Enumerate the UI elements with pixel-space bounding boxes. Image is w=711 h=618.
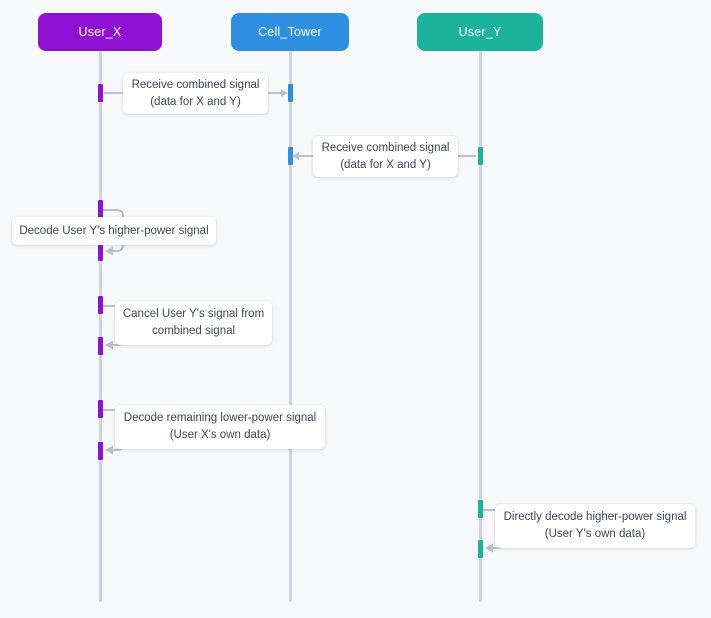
lifeline-user_x: [99, 51, 102, 602]
message-label-line: (User X's own data): [169, 429, 271, 441]
message-label-line: Directly decode higher-power signal: [503, 511, 687, 523]
participant-user_y[interactable]: User_Y: [417, 13, 543, 51]
message-arrow-head: [292, 151, 299, 160]
message-label-box: Cancel User Y's signal from combined sign…: [115, 301, 272, 345]
message-label-line: (data for X and Y): [340, 158, 431, 171]
activation-bar-cell_tower: [288, 84, 293, 102]
message-label-line: (User Y's own data): [544, 528, 646, 540]
activation-bar-cell_tower: [288, 147, 293, 165]
message-label-line: combined signal: [151, 325, 236, 337]
participant-cell_tower[interactable]: Cell_Tower: [231, 13, 349, 51]
message-label-line: Decode remaining lower-power signal: [123, 412, 317, 424]
activation-bar-user_y: [478, 147, 483, 165]
activation-bar-user_x: [98, 243, 103, 261]
activation-bar-user_y: [478, 500, 483, 518]
activation-bar-user_y: [478, 540, 483, 558]
activation-bar-user_x: [98, 400, 103, 418]
activation-bar-user_x: [98, 296, 103, 314]
participant-user_x[interactable]: User_X: [38, 13, 162, 51]
participant-label: Cell_Tower: [258, 25, 322, 39]
lifeline-cell_tower: [289, 51, 292, 602]
message-label-line: Cancel User Y's signal from: [122, 308, 265, 320]
message-label-box: Decode User Y's higher-power signal: [12, 217, 216, 245]
activation-bar-user_x: [98, 442, 103, 460]
message-label-box: Directly decode higher-power signal (User…: [495, 504, 695, 548]
participant-label: User_X: [78, 25, 122, 39]
message-label-line: Decode User Y's higher-power signal: [19, 224, 209, 237]
activation-bar-user_x: [98, 337, 103, 355]
message-label-line: (data for X and Y): [150, 95, 241, 108]
message-label-box: Receive combined signal (data for X and Y…: [123, 73, 268, 114]
activation-bar-user_x: [98, 84, 103, 102]
message-label-box: Receive combined signal (data for X and Y…: [313, 136, 458, 177]
message-label-line: Receive combined signal: [321, 141, 450, 154]
lifeline-user_y: [479, 51, 482, 602]
activation-bar-user_x: [98, 200, 103, 218]
participant-label: User_Y: [458, 25, 502, 39]
message-arrow-head: [281, 88, 288, 97]
message-label-line: Receive combined signal: [131, 78, 260, 91]
message-label-box: Decode remaining lower-power signal (User…: [115, 405, 325, 449]
